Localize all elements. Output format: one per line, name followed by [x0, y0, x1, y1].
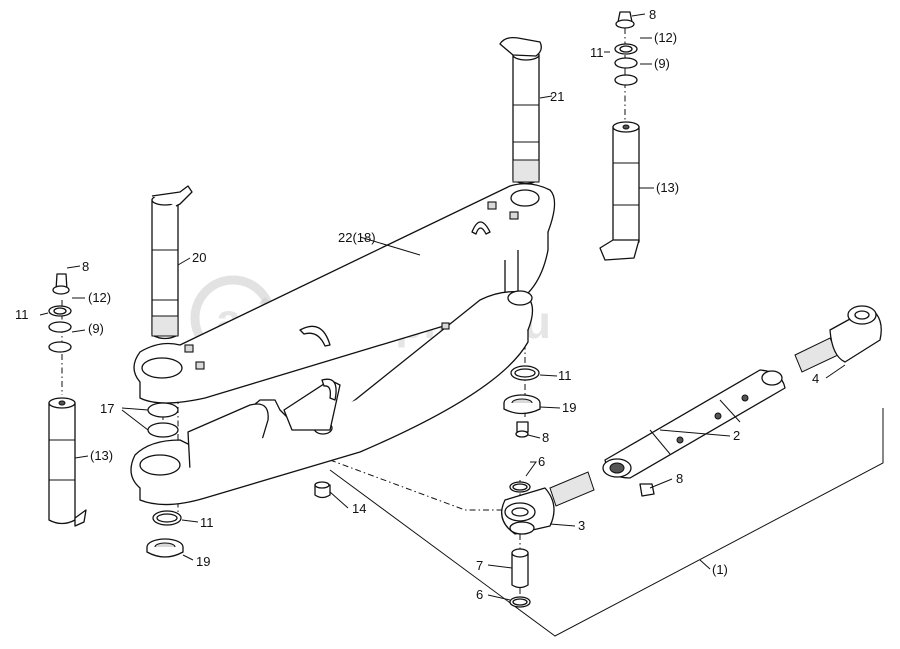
label-6-upper: 6	[538, 454, 545, 469]
label-3: 3	[578, 518, 585, 533]
pin-20	[151, 185, 193, 340]
label-1: (1)	[712, 562, 728, 577]
label-12-top: (12)	[654, 30, 677, 45]
washers-17	[147, 402, 179, 438]
turnbuckle-2	[602, 369, 786, 497]
label-6-lower: 6	[476, 587, 483, 602]
label-21: 21	[550, 89, 564, 104]
leader-lines	[39, 13, 846, 601]
label-2: 2	[733, 428, 740, 443]
center-line-middle	[329, 459, 521, 600]
clevis-4	[794, 305, 882, 373]
label-11-mid: 11	[558, 368, 572, 383]
bushing-14	[314, 481, 331, 499]
upper-yoke-arm	[133, 183, 556, 404]
label-13-left: (13)	[90, 448, 113, 463]
lower-yoke-arm	[130, 290, 534, 506]
label-20: 20	[192, 250, 206, 265]
pin-21	[499, 36, 542, 185]
lower-right-ring-nut	[503, 365, 541, 438]
label-8-top: 8	[649, 7, 656, 22]
label-19-mid: 19	[562, 400, 576, 415]
label-9-left: (9)	[88, 321, 104, 336]
pin-13-right	[599, 11, 640, 261]
label-12-left: (12)	[88, 290, 111, 305]
pin-7	[509, 481, 531, 608]
label-9-top: (9)	[654, 56, 670, 71]
label-19-lower: 19	[196, 554, 210, 569]
label-7: 7	[476, 558, 483, 573]
part-labels: 8 (12) 11 (9) 21 (13) 22(18) 20 8 (12) 1…	[15, 7, 819, 602]
label-14: 14	[352, 501, 366, 516]
label-13-right: (13)	[656, 180, 679, 195]
label-11-top: 11	[590, 45, 604, 60]
label-8-left: 8	[82, 259, 89, 274]
label-8-mid: 8	[542, 430, 549, 445]
label-11-left: 11	[15, 307, 29, 322]
pin-13-left	[48, 273, 87, 527]
label-17: 17	[100, 401, 114, 416]
label-11-lower: 11	[200, 515, 214, 530]
clevis-3	[501, 471, 595, 535]
lube-block	[184, 344, 194, 353]
label-8-right: 8	[676, 471, 683, 486]
label-22-18: 22(18)	[338, 230, 376, 245]
label-4: 4	[812, 371, 819, 386]
lower-left-ring-nut	[146, 510, 184, 558]
assembly-bracket	[329, 408, 884, 637]
